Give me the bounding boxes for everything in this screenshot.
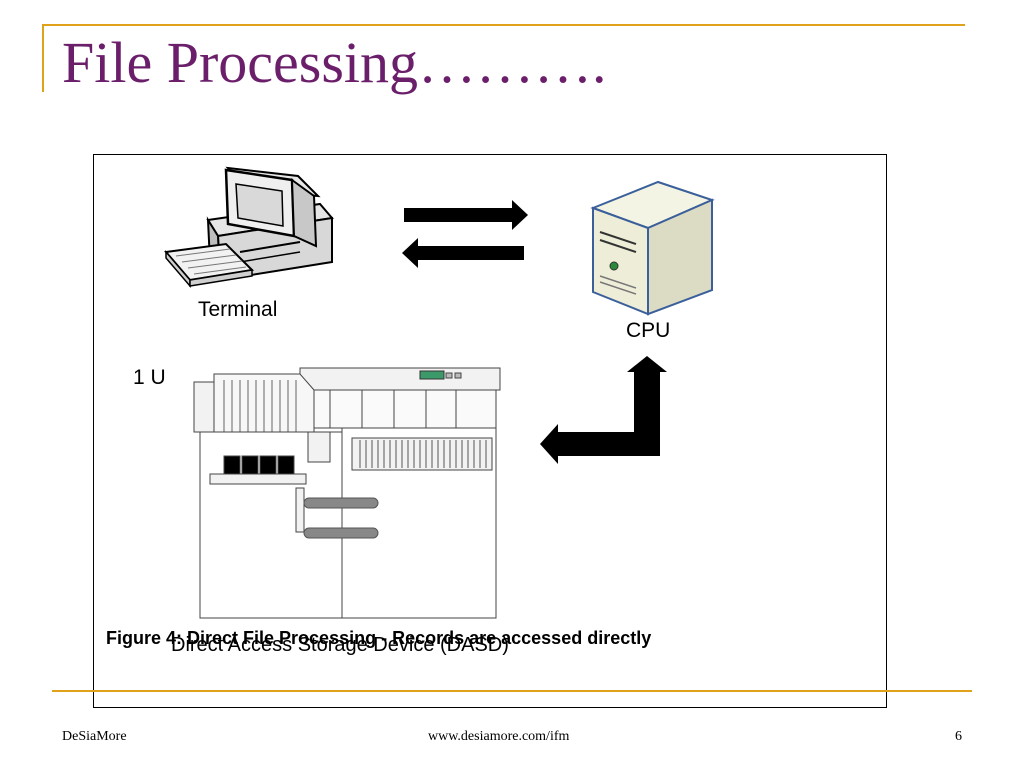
top-accent-rule [42,24,965,26]
storage-device-icon [193,367,501,619]
bottom-accent-rule [52,690,972,692]
footer-author: DeSiaMore [62,729,127,744]
cpu-storage-arrow [540,356,667,464]
rack-unit-label: 1 U [133,366,166,389]
left-accent-rule [42,24,44,92]
storage-device-label: Direct Access Storage Device (DASD) [171,634,509,656]
to-cpu-arrow [404,200,528,230]
footer-url: www.desiamore.com/ifm [428,729,570,744]
slide-title: File Processing………. [62,30,607,95]
terminal-label: Terminal [198,298,278,321]
cpu-label: CPU [626,319,671,342]
to-terminal-arrow [402,238,524,268]
figure-caption: Figure 4: Direct File Processing - Recor… [106,628,652,648]
page-number: 6 [955,729,962,744]
cpu-tower-icon [590,180,715,316]
terminal-computer-icon [164,166,334,289]
